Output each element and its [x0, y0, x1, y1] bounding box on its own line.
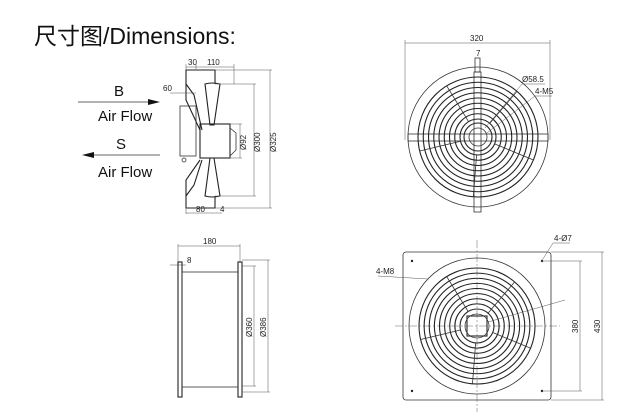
dim-320: 320: [470, 34, 484, 43]
dim-60: 60: [163, 84, 172, 93]
fan-blade-line: [492, 332, 531, 349]
guard-ring: [433, 92, 523, 182]
flow-b-letter: B: [114, 83, 124, 100]
dim-30: 30: [188, 58, 197, 67]
guard-ring: [427, 86, 529, 188]
guard-ring: [459, 118, 497, 156]
guard-ring: [422, 81, 534, 193]
fan-blade-line: [446, 276, 469, 312]
fan-blade-line: [420, 329, 461, 340]
guard-ring: [448, 107, 508, 167]
fan-blade-line: [489, 91, 518, 124]
dim-180: 180: [203, 237, 217, 246]
dim-430: 430: [593, 319, 602, 333]
fan-blade-line: [446, 85, 469, 122]
guard-ring: [443, 102, 513, 172]
front-view-round: 320 7 Ø58.5 4-M5: [404, 34, 554, 213]
guard-ring: [449, 298, 505, 354]
dim-4-d7: 4-Ø7: [554, 234, 572, 243]
dim-4-m5: 4-M5: [535, 87, 554, 96]
airflow-legend: B Air Flow S Air Flow: [78, 83, 160, 181]
fan-blade-line: [472, 154, 477, 197]
fan-blade-line: [487, 281, 515, 314]
dim-380: 380: [571, 319, 580, 333]
guard-ring: [454, 113, 502, 161]
guard-ring: [418, 267, 536, 385]
front-view-square: 4-M8 4-Ø7 380 430: [376, 234, 604, 412]
dim-d300: Ø300: [253, 132, 262, 152]
dim-110: 110: [207, 58, 220, 67]
dim-4-m8: 4-M8: [376, 267, 395, 276]
guard-ring: [438, 97, 518, 177]
fan-blade-line: [419, 140, 461, 152]
fan-blade-line: [494, 143, 534, 161]
dim-7: 7: [476, 49, 481, 58]
dim-d360: Ø360: [245, 317, 254, 337]
guard-ring: [417, 76, 539, 198]
dim-d325: Ø325: [269, 132, 278, 152]
guard-ring: [428, 277, 526, 375]
drawing-title: 尺寸图/Dimensions:: [34, 23, 236, 49]
guard-ring: [433, 282, 521, 370]
guard-ring: [423, 272, 531, 380]
guard-ring: [454, 303, 500, 349]
side-view-square: 180 8 Ø360 Ø386: [170, 237, 270, 398]
arrow-left-icon: [82, 152, 94, 158]
guard-ring: [438, 287, 516, 365]
dim-80: 80: [196, 205, 205, 214]
dim-d92: Ø92: [239, 134, 248, 150]
flow-s-label: Air Flow: [98, 164, 152, 181]
side-view-round: 30 110 60 Ø92 Ø300 Ø325 80 4: [163, 58, 278, 214]
dim-d58-5: Ø58.5: [522, 75, 544, 84]
guard-ring: [459, 308, 495, 344]
guard-ring: [444, 293, 510, 359]
dim-8: 8: [187, 256, 192, 265]
dim-4: 4: [220, 205, 225, 214]
dim-d386: Ø386: [259, 317, 268, 337]
fan-blade-line: [472, 342, 477, 384]
arrow-right-icon: [148, 99, 160, 105]
flow-s-letter: S: [116, 136, 126, 153]
flow-b-label: Air Flow: [98, 108, 152, 125]
